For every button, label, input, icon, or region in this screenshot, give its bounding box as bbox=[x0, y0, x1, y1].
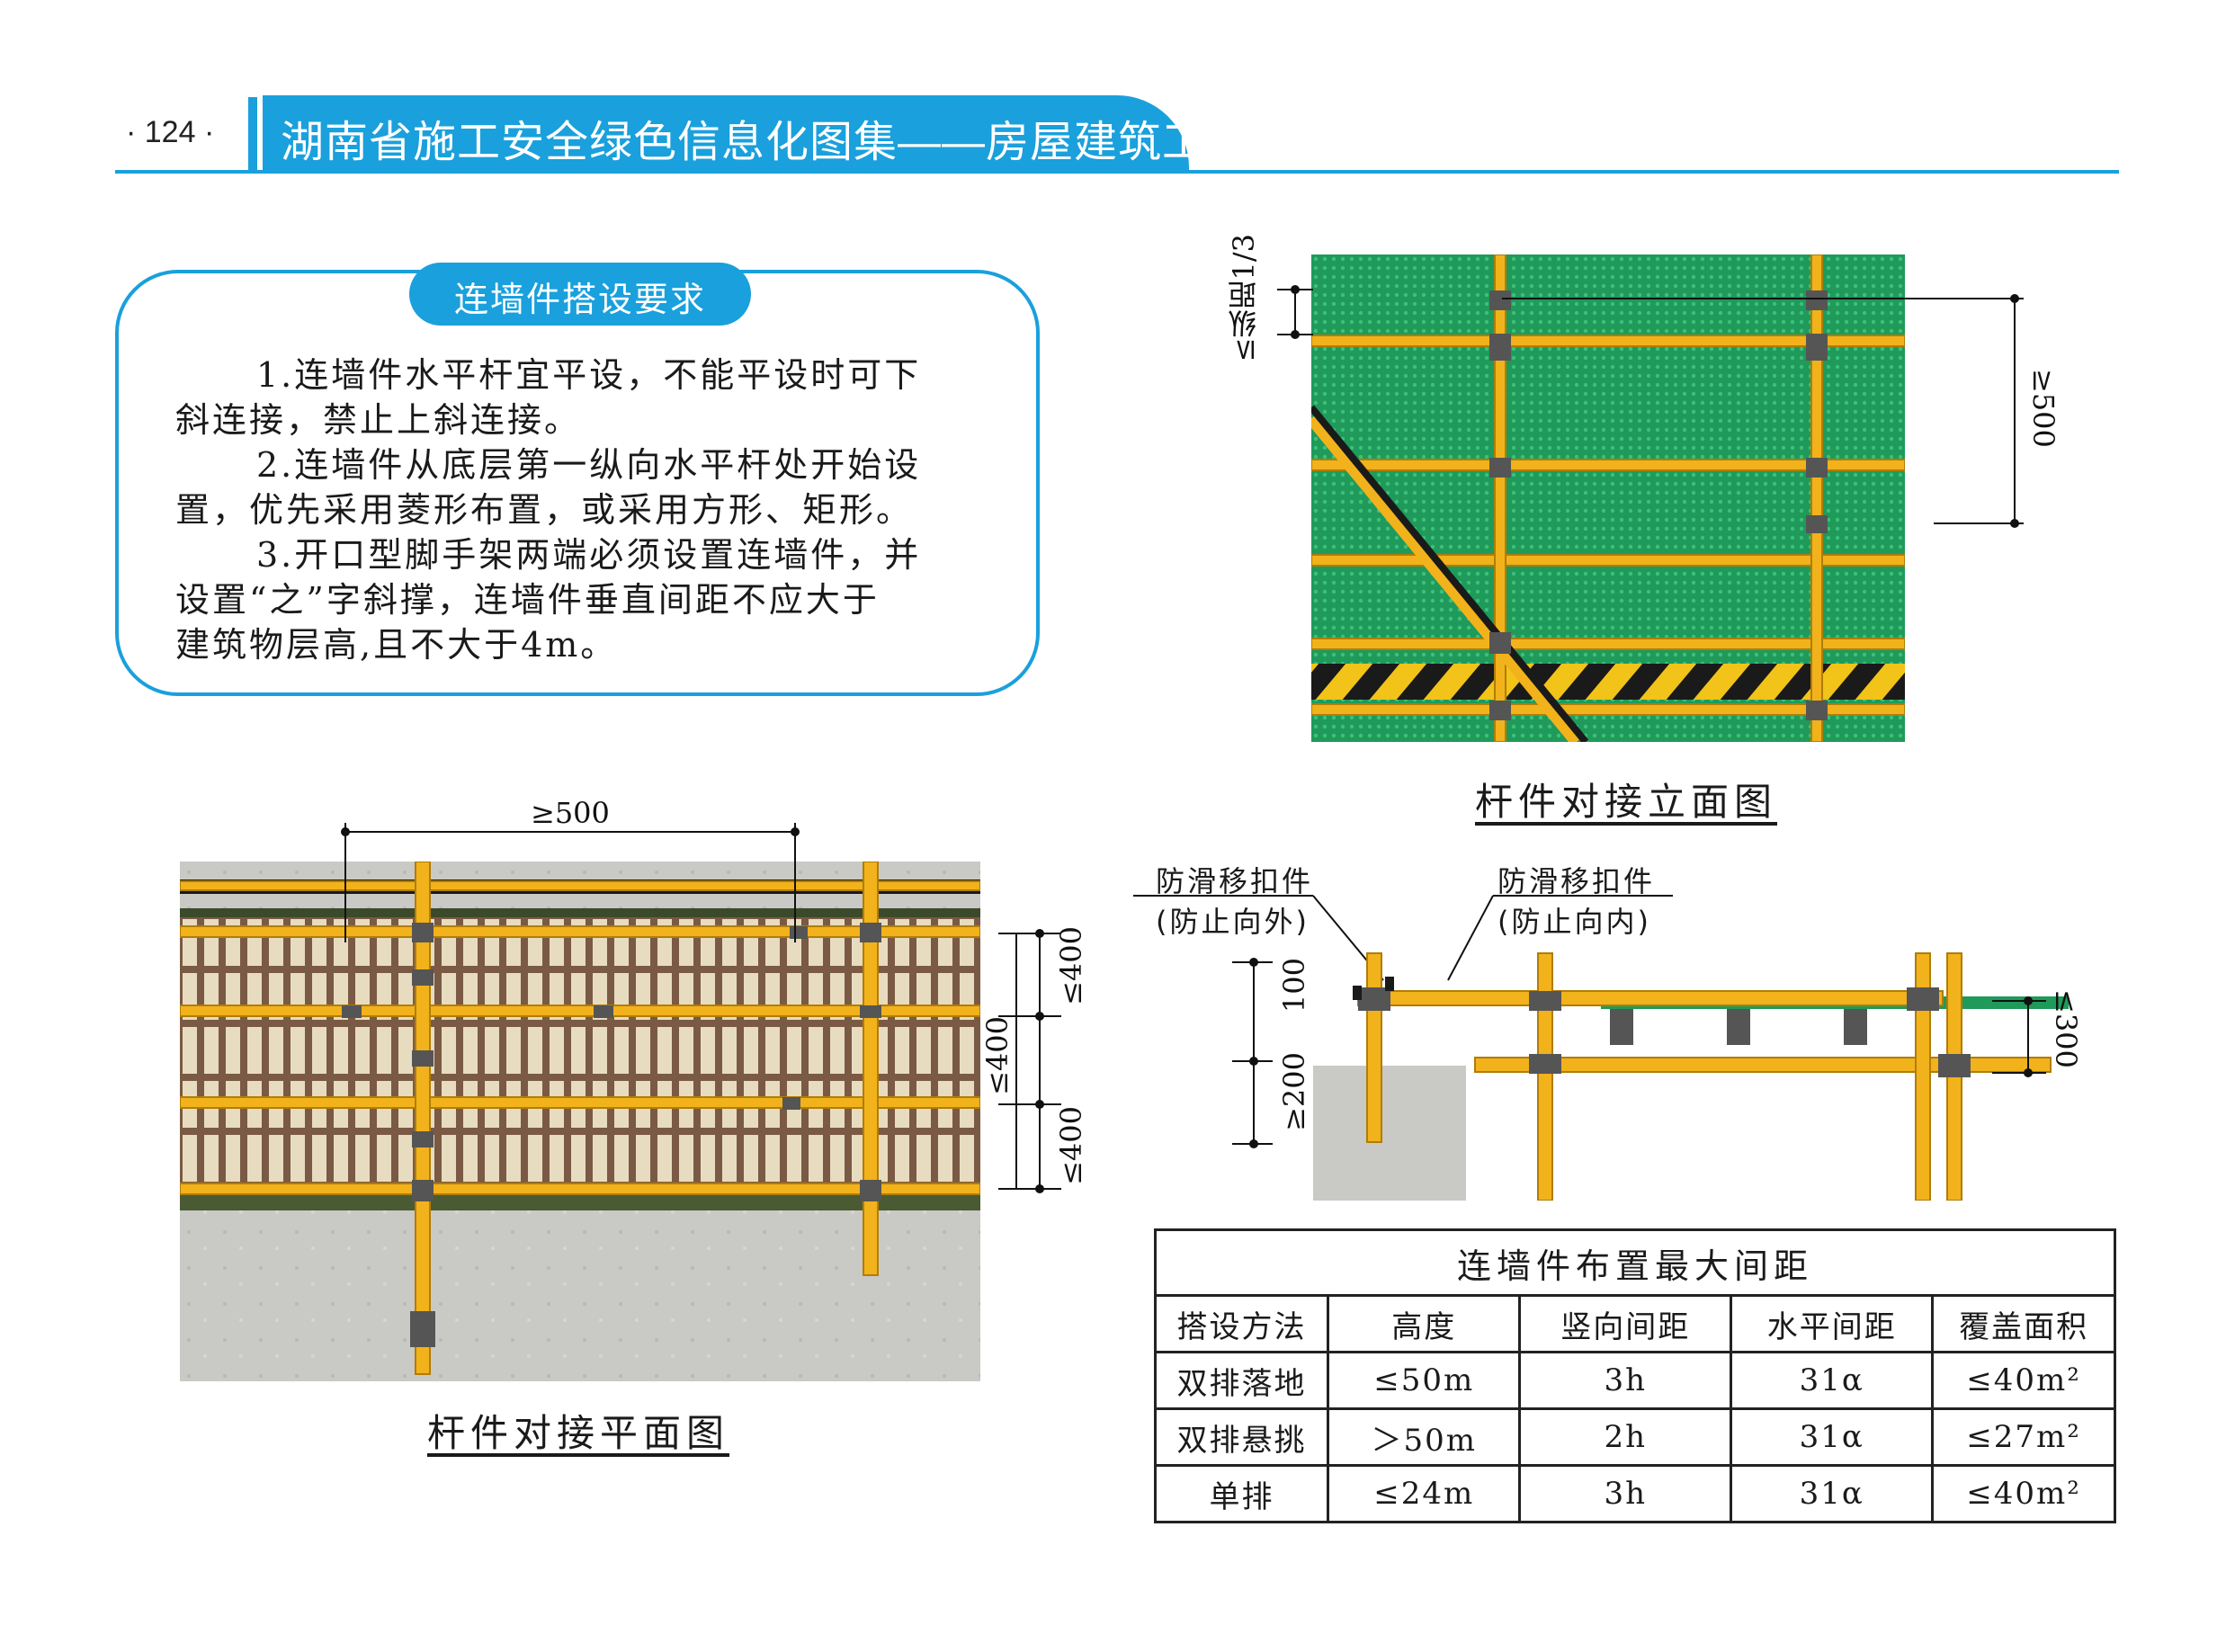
elevation-caption: 杆件对接立面图 bbox=[1475, 780, 1778, 824]
label-anti-slip-out: 防滑移扣件 bbox=[1156, 864, 1314, 898]
table-header-cell: 高度 bbox=[1327, 1294, 1522, 1353]
table-row: 双排悬挑 ＞50m 2h 31α ≤27m² bbox=[1153, 1407, 2116, 1467]
table-title: 连墙件布置最大间距 bbox=[1154, 1228, 2116, 1297]
table-row: 双排落地 ≤50m 3h 31α ≤40m² bbox=[1153, 1351, 2116, 1410]
table-header-cell: 水平间距 bbox=[1730, 1294, 1935, 1353]
coupler-detail-drawing bbox=[1133, 895, 2069, 1201]
plan-dim-right-mid: ≤400 bbox=[980, 1016, 1015, 1095]
table-cell: 单排 bbox=[1153, 1464, 1330, 1523]
detail-dim-300: ≤300 bbox=[2049, 989, 2083, 1068]
requirement-line-7: 建筑物层高,且不大于4m。 bbox=[175, 625, 618, 665]
header-tab bbox=[263, 95, 1189, 171]
table-cell: 2h bbox=[1518, 1407, 1733, 1467]
table-cell: 3h bbox=[1518, 1464, 1733, 1523]
table-row: 单排 ≤24m 3h 31α ≤40m² bbox=[1153, 1464, 2116, 1523]
table-header-cell: 竖向间距 bbox=[1518, 1294, 1733, 1353]
table-cell: ≤27m² bbox=[1931, 1407, 2116, 1467]
label-anti-slip-in: 防滑移扣件 bbox=[1497, 864, 1656, 898]
label-anti-slip-out-note: (防止向外) bbox=[1156, 905, 1310, 939]
label-anti-slip-in-note: (防止向内) bbox=[1497, 905, 1651, 939]
table-cell: 双排落地 bbox=[1153, 1351, 1330, 1410]
table-cell: ≤40m² bbox=[1931, 1464, 2116, 1523]
requirement-line-6: 设置“之”字斜撑，连墙件垂直间距不应大于 bbox=[175, 580, 880, 620]
detail-dim-200: ≥200 bbox=[1277, 1052, 1311, 1131]
elevation-dim-left: ≤纵距1/3 bbox=[1227, 234, 1261, 362]
table-header-row: 搭设方法 高度 竖向间距 水平间距 覆盖面积 bbox=[1153, 1294, 2116, 1353]
elevation-dimensions bbox=[1277, 285, 2024, 528]
plan-caption: 杆件对接平面图 bbox=[427, 1411, 730, 1455]
requirement-line-4: 置，优先采用菱形布置，或采用方形、矩形。 bbox=[175, 490, 914, 530]
table-cell: 31α bbox=[1730, 1407, 1935, 1467]
table-cell: ≤24m bbox=[1327, 1464, 1522, 1523]
table-cell: 31α bbox=[1730, 1464, 1935, 1523]
table-cell: ≤40m² bbox=[1931, 1351, 2116, 1410]
elevation-dim-right: ≥500 bbox=[2026, 369, 2061, 448]
plan-dim-right-top: ≤400 bbox=[1054, 926, 1088, 1005]
plan-dim-top: ≥500 bbox=[531, 796, 610, 830]
plan-dim-right-bottom: ≤400 bbox=[1054, 1106, 1088, 1185]
plan-dim-right-lines bbox=[998, 929, 1061, 1193]
requirements-title: 连墙件搭设要求 bbox=[453, 280, 706, 319]
header-rule bbox=[115, 170, 2119, 174]
table-cell: ＞50m bbox=[1327, 1407, 1522, 1467]
requirements-title-pill bbox=[409, 263, 751, 326]
requirement-line-3: 2.连墙件从底层第一纵向水平杆处开始设 bbox=[256, 445, 922, 485]
requirement-line-2: 斜连接，禁止上斜连接。 bbox=[175, 400, 582, 440]
plan-dim-top-line bbox=[341, 823, 800, 868]
detail-dim-right-lines bbox=[1992, 996, 2046, 1077]
table-cell: 31α bbox=[1730, 1351, 1935, 1410]
table-cell: 3h bbox=[1518, 1351, 1733, 1410]
table-cell: ≤50m bbox=[1327, 1351, 1522, 1410]
table-header-cell: 覆盖面积 bbox=[1931, 1294, 2116, 1353]
spacing-table: 连墙件布置最大间距 搭设方法 高度 竖向间距 水平间距 覆盖面积 双排落地 ≤5… bbox=[1153, 1228, 2116, 1523]
table-header-cell: 搭设方法 bbox=[1153, 1294, 1330, 1353]
elevation-drawing bbox=[1311, 254, 1905, 742]
detail-dim-100: 100 bbox=[1277, 958, 1311, 1014]
requirement-line-5: 3.开口型脚手架两端必须设置连墙件，并 bbox=[256, 535, 922, 575]
plan-drawing bbox=[180, 862, 980, 1381]
header-accent-bar bbox=[248, 97, 257, 171]
table-cell: 双排悬挑 bbox=[1153, 1407, 1330, 1467]
requirement-line-1: 1.连墙件水平杆宜平设，不能平设时可下 bbox=[256, 355, 922, 395]
detail-dim-left-lines bbox=[1232, 958, 1273, 1148]
page-number: · 124 · bbox=[126, 115, 215, 149]
page-title: 湖南省施工安全绿色信息化图集——房屋建筑工程 bbox=[281, 119, 1251, 166]
